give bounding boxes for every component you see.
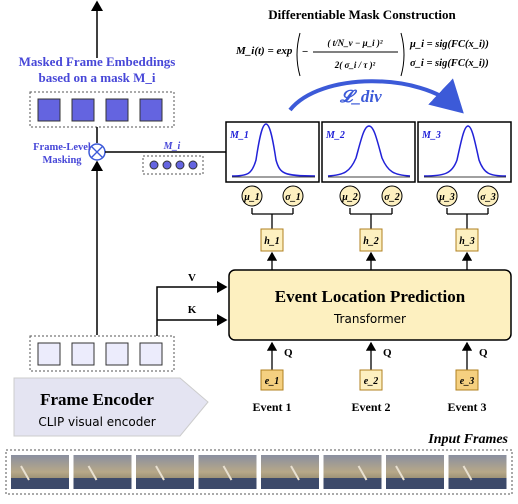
frame-encoder-box [13, 377, 209, 437]
svg-text:( t/N_v − μ_i )²: ( t/N_v − μ_i )² [327, 38, 382, 48]
h-box-2: h_2 [349, 208, 393, 270]
mask-equation: M_i(t) = exp − ( t/N_v − μ_i )² 2( σ_i /… [235, 32, 489, 77]
svg-text:M_i(t) = exp: M_i(t) = exp [235, 45, 293, 57]
svg-text:e_3: e_3 [460, 376, 474, 387]
svg-text:Event 2: Event 2 [352, 400, 391, 414]
mu-sigma-group-3: μ_3 σ_3 [436, 185, 499, 207]
svg-text:h_2: h_2 [363, 236, 379, 247]
svg-text:σ_1: σ_1 [285, 192, 300, 203]
svg-text:σ_2: σ_2 [384, 192, 399, 203]
l-div-label: 𝓛_div [339, 87, 382, 106]
frame-level-masking-label: Frame-Level [33, 142, 91, 153]
frame-encoder-title: Frame Encoder [40, 390, 154, 409]
svg-text:Masking: Masking [42, 155, 82, 166]
svg-text:M_1: M_1 [229, 130, 249, 141]
h-box-1: h_1 [251, 208, 294, 270]
l-div-arrow [288, 78, 464, 114]
mask-vector-box [142, 155, 204, 175]
mu-sigma-group-1: μ_1 σ_1 [241, 185, 304, 207]
svg-text:μ_2: μ_2 [341, 192, 358, 203]
svg-text:μ_1: μ_1 [243, 192, 260, 203]
svg-text:e_1: e_1 [265, 376, 279, 387]
svg-text:2( σ_i / τ )²: 2( σ_i / τ )² [334, 60, 376, 70]
svg-text:σ_i = sig(FC(x_i)): σ_i = sig(FC(x_i)) [410, 58, 489, 69]
transformer-label: Transformer [333, 312, 406, 326]
mi-label: M_i [163, 141, 181, 152]
gaussian-panel-1: M_1 [225, 121, 320, 183]
svg-text:Q: Q [383, 347, 392, 359]
v-label: V [188, 272, 196, 284]
input-frames-label: Input Frames [427, 432, 508, 447]
svg-text:h_1: h_1 [264, 236, 280, 247]
svg-text:μ_i = sig(FC(x_i)): μ_i = sig(FC(x_i)) [409, 39, 489, 50]
event-location-title: Event Location Prediction [275, 287, 466, 306]
svg-text:e_2: e_2 [364, 376, 378, 387]
svg-text:M_3: M_3 [421, 130, 441, 141]
svg-text:Q: Q [284, 347, 293, 359]
h-box-3: h_3 [446, 208, 489, 270]
event-query-3: Q e_3 Event 3 [448, 341, 488, 414]
gaussian-panel-2: M_2 [321, 121, 416, 183]
svg-text:μ_3: μ_3 [438, 192, 455, 203]
svg-text:Event 3: Event 3 [448, 400, 487, 414]
svg-text:σ_3: σ_3 [480, 192, 495, 203]
mask-construction-title: Differentiable Mask Construction [268, 7, 456, 22]
masked-embeddings-title: Masked Frame Embeddings [19, 54, 176, 69]
svg-text:h_3: h_3 [459, 236, 475, 247]
k-label: K [188, 304, 197, 316]
video-frames-group [11, 455, 507, 489]
svg-text:−: − [302, 46, 308, 58]
event-query-2: Q e_2 Event 2 [352, 341, 392, 414]
event-location-prediction-box [228, 269, 512, 341]
svg-text:Q: Q [479, 347, 488, 359]
svg-text:Event 1: Event 1 [253, 400, 292, 414]
svg-text:M_2: M_2 [325, 130, 345, 141]
clip-encoder-label: CLIP visual encoder [38, 415, 155, 429]
event-query-1: Q e_1 Event 1 [253, 341, 293, 414]
gaussian-panel-3: M_3 [417, 121, 512, 183]
mu-sigma-group-2: μ_2 σ_2 [339, 185, 403, 207]
masked-embeddings-subtitle: based on a mask M_i [38, 70, 155, 85]
